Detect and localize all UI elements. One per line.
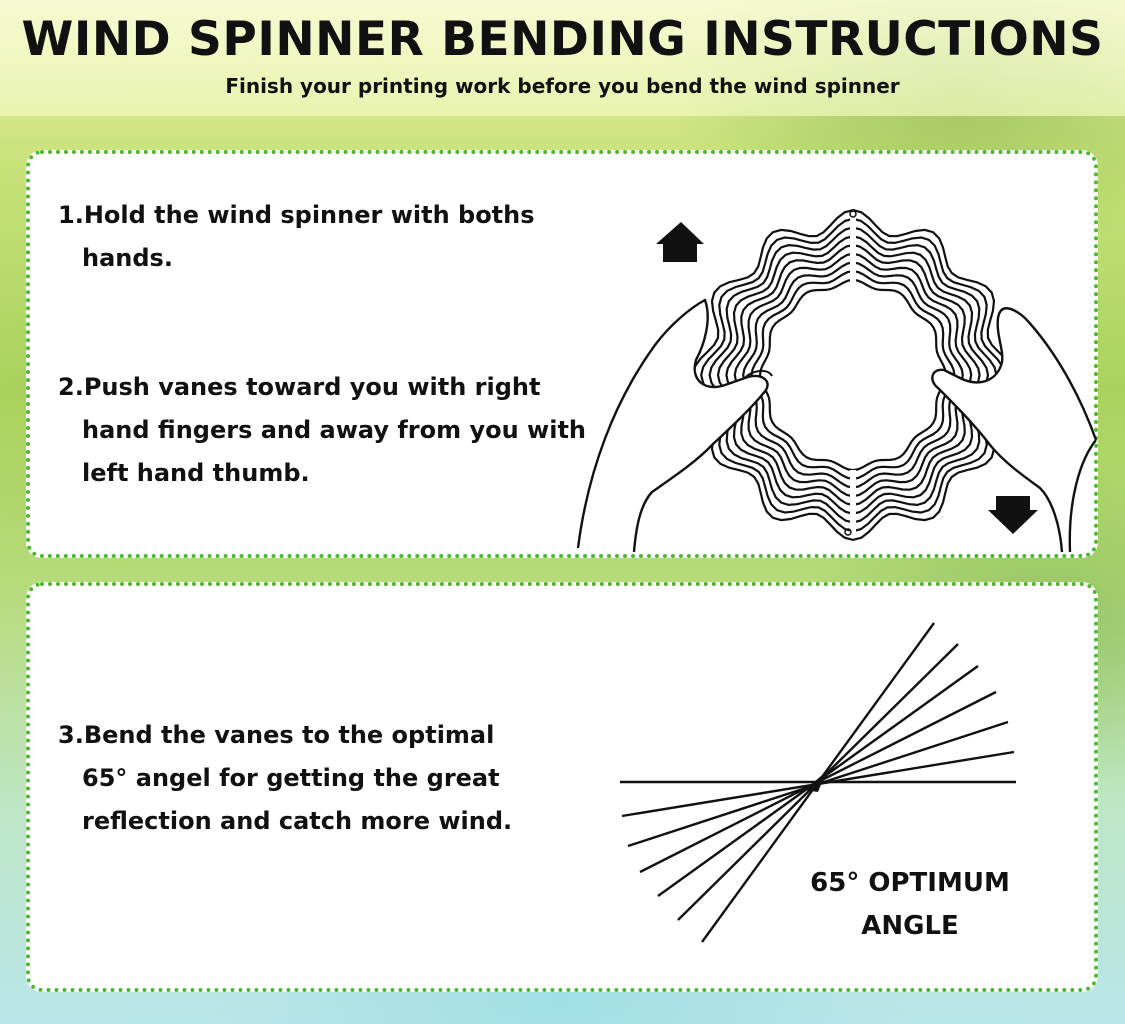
step-2-line-3: left hand thumb. [82, 459, 310, 487]
header-band [0, 0, 1125, 116]
step-1-line-2: hands. [82, 244, 173, 272]
step-3-line-1: 3.Bend the vanes to the optimal [58, 721, 495, 749]
instruction-card-angle [26, 582, 1098, 992]
hands-bending-spinner-illustration [576, 208, 1098, 553]
arrow-down-icon [988, 496, 1038, 534]
angle-diagram [620, 622, 1016, 943]
angle-pivot-icon [804, 772, 826, 792]
angle-label-line-1: 65° OPTIMUM [810, 868, 1010, 898]
instruction-card-hold-push [26, 150, 1098, 558]
step-3-line-3: reflection and catch more wind. [82, 807, 513, 835]
arrow-up-icon [656, 222, 704, 262]
step-2-text: 2.Push vanes toward you with right hand … [58, 366, 586, 495]
step-2-line-1: 2.Push vanes toward you with right [58, 373, 541, 401]
step-1-text: 1.Hold the wind spinner with boths hands… [58, 194, 535, 280]
angle-label-line-2: ANGLE [861, 911, 959, 941]
left-hand-icon [576, 298, 769, 553]
spinner-ring [758, 278, 948, 472]
spinner-ring [742, 261, 964, 489]
angle-label: 65° OPTIMUM ANGLE [790, 862, 1030, 948]
spinner-ring [691, 208, 1015, 542]
step-2-line-2: hand fingers and away from you with [82, 416, 587, 444]
step-1-line-1: 1.Hold the wind spinner with boths [58, 201, 535, 229]
step-3-line-2: 65° angel for getting the great [82, 764, 500, 792]
page-title: WIND SPINNER BENDING INSTRUCTIONS [21, 12, 1104, 67]
step-3-text: 3.Bend the vanes to the optimal 65° ange… [58, 714, 512, 843]
page-subtitle: Finish your printing work before you ben… [225, 74, 900, 98]
right-hand-icon [931, 307, 1098, 553]
